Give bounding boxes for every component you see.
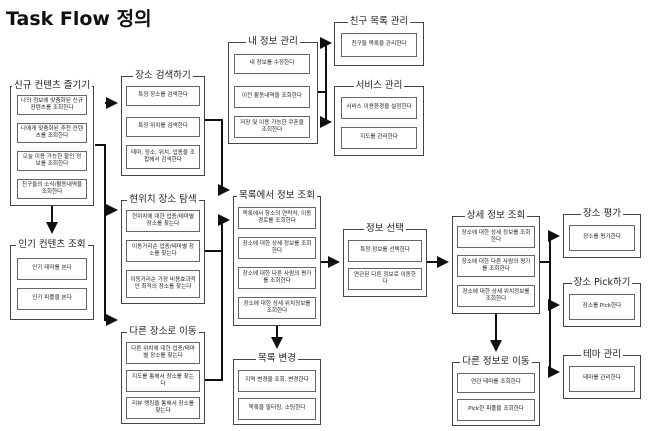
task-box[interactable]: 서비스 이용환경을 설정한다 [341,97,417,119]
task-box[interactable]: 이동거리순 가장 비용효과적인 최적의 장소를 찾는다 [126,270,200,298]
task-box[interactable]: 나에게 맞춤화된 추천 컨텐츠를 조회한다 [17,123,87,143]
task-box[interactable]: 장소에 대한 다른 사람의 평가를 조회한다 [238,267,316,289]
task-box[interactable]: 다른 위치에 대한 업종/테마별 장소를 찾는다 [126,342,200,364]
group-my-info: 내 정보 관리 내 정보를 수정한다 이전 활동내역을 조회한다 저장 및 이용… [228,36,318,144]
task-box[interactable]: 오늘 이용 가능한 할인 정보를 조회한다 [17,151,87,171]
group-title: 인기 컨텐츠 조회 [16,239,88,250]
task-box[interactable]: 장소에 대한 상세 정보를 조회한다 [238,237,316,259]
group-title: 다른 정보로 이동 [460,356,532,367]
task-box[interactable]: 저장 및 이용 가능한 쿠폰을 조회한다 [234,116,310,138]
task-box[interactable]: 장소에 대한 다른 사람의 평가를 조회한다 [457,255,535,277]
arrow-detail-to-rate [540,230,560,263]
group-title: 테마 관리 [581,349,623,360]
task-box[interactable]: 친구들의 소식/활동내역을 조회한다 [17,179,87,199]
task-box[interactable]: 장소에 대한 상세 위치정보를 조회한다 [457,285,535,307]
group-current-search: 현위치 장소 탐색 현위치에 대한 업종/테마별 장소를 찾는다 이동거리순 업… [121,194,205,304]
task-box[interactable]: 지도를 통해서 장소를 찾는다 [126,370,200,392]
task-box[interactable]: 특정 장소를 검색한다 [126,86,200,106]
task-box[interactable]: 목록에서 장소의 연락처, 이동경로를 조회한다 [238,207,316,229]
page-title: Task Flow 정의 [6,8,152,30]
task-box[interactable]: 이동거리순 업종/테마별 장소를 찾는다 [126,240,200,262]
task-box[interactable]: 특정 정보를 선택한다 [348,240,422,262]
group-title: 친구 목록 관리 [347,16,411,27]
group-popular: 인기 컨텐츠 조회 인기 테마를 본다 인기 피플을 본다 [10,239,94,320]
arrow-detail-to-theme [548,305,560,378]
group-title: 장소 Pick하기 [571,277,633,288]
group-place-rate: 장소 평가 장소를 평가한다 [563,208,641,258]
task-box[interactable]: 장소에 대한 상세 정보를 조회한다 [457,226,535,248]
group-title: 상세 정보 조회 [464,210,528,221]
task-box[interactable]: 테마, 장소, 위치, 업종을 조합해서 검색한다 [126,145,200,169]
group-other-info-move: 다른 정보로 이동 연관 테마를 조회한다 Pick한 피플을 조회한다 [452,356,540,426]
task-box[interactable]: 목록을 필터링, 소팅한다 [238,398,316,420]
arrow-myinfo-to-friends [318,37,332,93]
group-title: 서비스 관리 [353,80,405,91]
group-title: 내 정보 관리 [246,36,300,47]
task-box[interactable]: 연관된 다른 정보로 이동한다 [348,268,422,290]
group-title: 다른 장소로 이동 [127,326,199,337]
arrow-current-to-list [205,214,230,252]
task-box[interactable]: 내 정보를 수정한다 [234,54,310,74]
task-box[interactable]: 지도를 관리한다 [341,127,417,149]
group-detail-info: 상세 정보 조회 장소에 대한 상세 정보를 조회한다 장소에 대한 다른 사람… [452,210,540,314]
group-title: 신규 컨텐츠 즐기기 [12,80,92,91]
task-box[interactable]: Pick한 피플을 조회한다 [457,399,535,421]
group-title: 정보 선택 [364,223,406,234]
task-box[interactable]: 이전 활동내역을 조회한다 [234,86,310,108]
group-list-info: 목록에서 정보 조회 목록에서 장소의 연락처, 이동경로를 조회한다 장소에 … [233,190,321,326]
group-new-content: 신규 컨텐츠 즐기기 나의 정보에 맞춤화된 신규 컨텐츠를 조회한다 나에게 … [10,80,94,206]
group-title: 장소 검색하기 [133,70,193,81]
task-box[interactable]: 테마를 관리한다 [569,366,635,392]
task-box[interactable]: 인기 피플을 본다 [17,288,87,310]
group-title: 장소 평가 [581,208,623,219]
task-box[interactable]: 나의 정보에 맞춤화된 신규 컨텐츠를 조회한다 [17,95,87,115]
task-box[interactable]: 지역 변경을 조회, 변경한다 [238,370,316,392]
group-place-search: 장소 검색하기 특정 장소를 검색한다 특정 위치를 검색한다 테마, 장소, … [121,70,205,176]
arrow-detail-to-pick [548,262,560,311]
arrow-search-to-list [205,119,230,196]
group-list-change: 목록 변경 지역 변경을 조회, 변경한다 목록을 필터링, 소팅한다 [233,353,321,425]
group-other-move-left: 다른 장소로 이동 다른 위치에 대한 업종/테마별 장소를 찾는다 지도를 통… [121,326,205,424]
task-box[interactable]: 친구들 목록을 관리한다 [341,33,417,57]
group-title: 목록 변경 [256,353,298,364]
task-box[interactable]: 현위치에 대한 업종/테마별 장소를 찾는다 [126,210,200,232]
group-theme: 테마 관리 테마를 관리한다 [563,349,641,399]
task-box[interactable]: 연관 테마를 조회한다 [457,373,535,393]
arrow-new-to-other-move [95,144,118,326]
task-box[interactable]: 인기 테마를 본다 [17,258,87,280]
arrow-other-to-list [205,252,223,381]
task-box[interactable]: 특정 위치를 검색한다 [126,117,200,137]
group-service: 서비스 관리 서비스 이용환경을 설정한다 지도를 관리한다 [334,80,424,156]
arrow-myinfo-to-service [320,92,332,128]
group-title: 현위치 장소 탐색 [127,194,199,205]
group-title: 목록에서 정보 조회 [237,190,317,201]
task-box[interactable]: 장소를 평가한다 [569,225,635,251]
task-box[interactable]: 리뷰 랭킹을 통해서 장소를 찾는다 [126,397,200,419]
task-box[interactable]: 장소에 대한 상세 위치정보를 조회한다 [238,297,316,319]
group-place-pick: 장소 Pick하기 장소를 Pick한다 [563,277,641,327]
group-friends: 친구 목록 관리 친구들 목록을 관리한다 [334,16,424,66]
task-box[interactable]: 장소를 Pick한다 [569,294,635,320]
group-info-select: 정보 선택 특정 정보를 선택한다 연관된 다른 정보로 이동한다 [343,223,427,297]
